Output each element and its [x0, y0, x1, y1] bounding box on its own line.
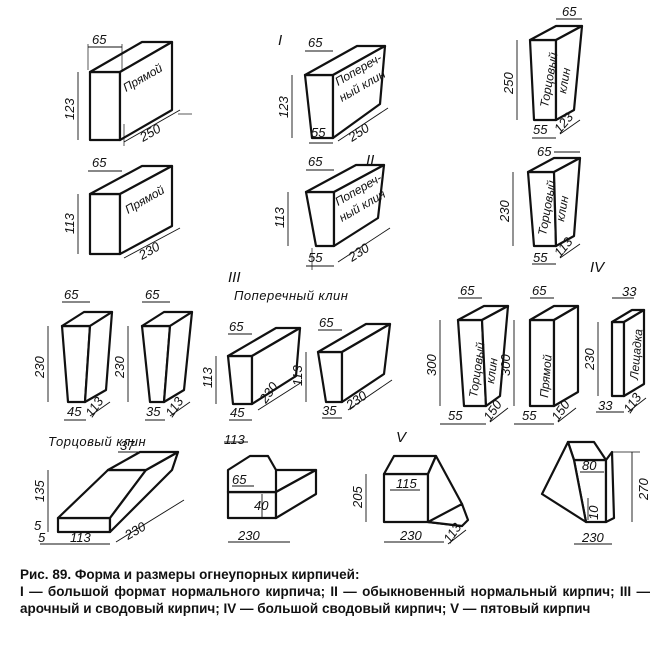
dim-label: 65	[308, 35, 323, 50]
dim-label: 123	[276, 96, 291, 118]
group-number: V	[396, 429, 408, 446]
brick-label: клин	[483, 357, 500, 385]
dim-label: 300	[498, 354, 513, 376]
dim-label: 40	[254, 498, 269, 513]
brick-straight-113: 65 113 230 Прямой	[62, 155, 181, 263]
brick-label: клин	[555, 66, 573, 94]
dim-label: 300	[424, 354, 439, 376]
dim-label: 135	[32, 480, 47, 502]
dim-label: 230	[112, 356, 127, 379]
brick-label: Прямой	[537, 354, 555, 399]
group-number: III	[228, 269, 241, 286]
dim-label: 230	[497, 200, 512, 223]
dim-label: 5	[38, 530, 46, 545]
brick-arch-113-45: 65 113 45 230	[200, 319, 303, 421]
dim-label: 55	[522, 408, 537, 423]
dim-label: 55	[448, 408, 463, 423]
dim-label: 65	[232, 472, 247, 487]
dim-label: 123	[62, 98, 77, 120]
dim-label: 230	[399, 528, 422, 543]
dim-label: 65	[537, 144, 552, 159]
dim-label: 230	[32, 356, 47, 379]
dim-label: 65	[145, 287, 160, 302]
dim-label: 65	[229, 319, 244, 334]
brick-end-wedge-250: 65 250 55 123 Торцовый клин	[501, 4, 584, 139]
dim-label: 230	[581, 530, 604, 545]
dim-label: 230	[237, 528, 260, 543]
dim-label: 205	[350, 486, 365, 509]
dim-label: 55	[533, 250, 548, 265]
group-title: Поперечный клин	[234, 288, 348, 303]
dim-label: 113	[70, 530, 91, 545]
dim-label: 65	[319, 315, 334, 330]
dim-label: 65	[64, 287, 79, 302]
brick-skew-end-wedge: 37 135 5 5 113 230	[32, 438, 185, 545]
dim-label: 230	[582, 348, 597, 371]
brick-straight-300: 65 300 55 150 Прямой	[498, 283, 580, 425]
brick-slab: 33 230 33 113 Лещадка	[582, 284, 647, 416]
dim-label: 113	[272, 207, 287, 228]
dim-label: 33	[598, 398, 613, 413]
dim-label: 113	[290, 365, 305, 386]
dim-label: 55	[308, 250, 323, 265]
bricks-figure: 65 123 250 Прямой I 65 123 55 250 Попере…	[32, 4, 651, 546]
brick-straight-123: 65 123 250 Прямой	[62, 32, 192, 146]
group-title: Торцовый клин	[48, 434, 146, 449]
dim-label: 65	[460, 283, 475, 298]
dim-label: 65	[92, 155, 107, 170]
dim-label: 230	[345, 240, 373, 265]
brick-arch-113-35: 65 113 35 230	[290, 315, 393, 419]
dim-label: 35	[322, 403, 337, 418]
dim-label: 65	[532, 283, 547, 298]
dim-label: 55	[533, 122, 548, 137]
brick-skewback-205: 115 205 230 113	[350, 454, 470, 546]
caption-title: Рис. 89. Форма и размеры огнеупорных кир…	[20, 567, 360, 582]
brick-end-wedge-230: 65 230 55 113 Торцовый клин	[497, 144, 582, 265]
dim-label: 45	[67, 404, 82, 419]
brick-label: клин	[553, 194, 571, 222]
brick-end-wedge-300: 65 300 55 150 Торцовый клин	[424, 283, 510, 425]
brick-skewback-270: 80 270 10 230	[540, 440, 651, 545]
dim-label: 113	[200, 367, 215, 388]
dim-label: 270	[636, 478, 651, 501]
dim-label: 250	[501, 72, 516, 95]
dim-label: 5	[34, 518, 42, 533]
figure-caption: Рис. 89. Форма и размеры огнеупорных кир…	[20, 566, 650, 617]
dim-label: 113	[62, 213, 77, 234]
caption-body: I — большой формат нормального кирпича; …	[20, 584, 650, 616]
brick-cross-wedge-2: 65 113 55 230 Попереч- ный клин	[272, 154, 391, 270]
dim-label: 65	[92, 32, 107, 47]
dim-label: 230	[121, 518, 149, 543]
dim-label: 80	[582, 458, 597, 473]
brick-arch-230-45: 65 230 45 113	[32, 287, 114, 421]
dim-label: 10	[586, 505, 601, 520]
dim-label: 37	[120, 438, 135, 453]
brick-label: Лещадка	[627, 328, 645, 381]
dim-label: 33	[622, 284, 637, 299]
dim-label: 113	[224, 432, 245, 447]
dim-label: 35	[146, 404, 161, 419]
group-number: IV	[590, 259, 606, 276]
brick-skewback-40: 113 65 40 230	[224, 432, 318, 543]
brick-arch-230-35: 65 230 35 113	[112, 287, 194, 421]
group-number: II	[366, 152, 374, 169]
brick-cross-wedge-1: 65 123 55 250 Попереч- ный клин	[276, 35, 389, 145]
dim-label: 55	[311, 125, 326, 140]
dim-label: 65	[562, 4, 577, 19]
group-number: I	[278, 32, 282, 49]
dim-label: 115	[396, 476, 417, 491]
dim-label: 65	[308, 154, 323, 169]
dim-label: 45	[230, 405, 245, 420]
